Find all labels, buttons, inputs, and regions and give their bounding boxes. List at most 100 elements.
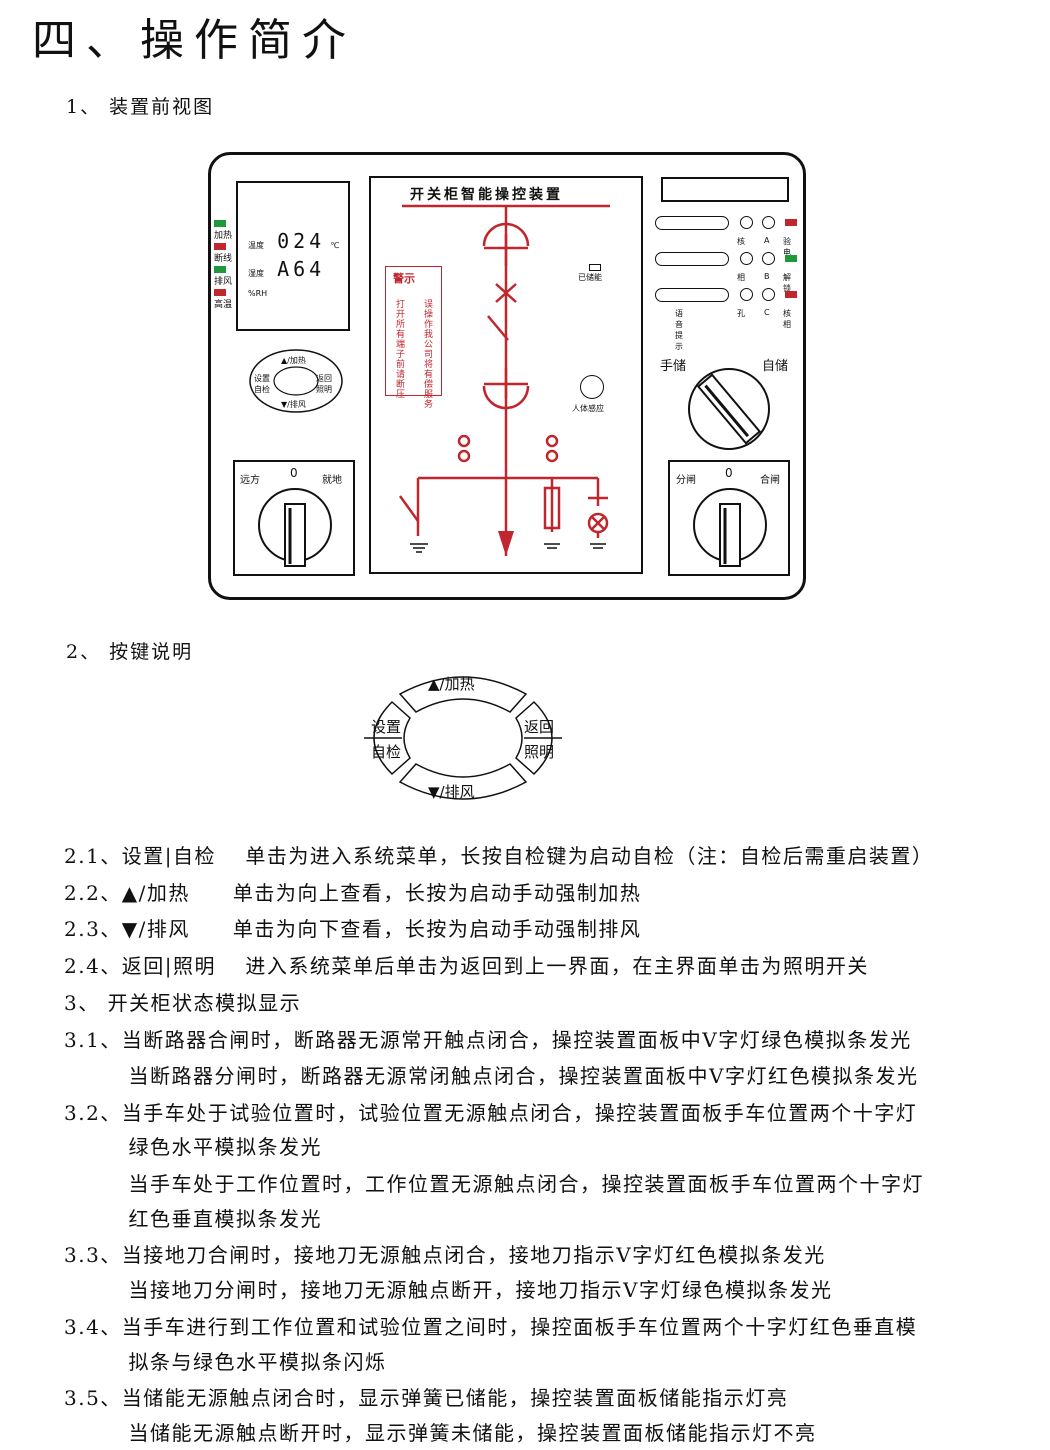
body-sensor-label: 人体感应 bbox=[572, 404, 604, 413]
manual-store-label: 手储 bbox=[660, 359, 687, 374]
indicator-label: 断线 bbox=[214, 254, 233, 264]
stored-energy-label: 已储能 bbox=[578, 273, 602, 282]
store-mode-knob[interactable] bbox=[686, 366, 772, 452]
lcd-screen: 温度 024 ℃ 湿度 A64 %RH bbox=[236, 181, 350, 331]
temp-value: 024 bbox=[277, 229, 326, 253]
small-check-button[interactable]: 自检 bbox=[254, 385, 270, 394]
keypad-diagram bbox=[364, 676, 562, 800]
open-close-knob[interactable] bbox=[689, 486, 771, 572]
test-hole[interactable] bbox=[762, 252, 775, 265]
warning-box bbox=[385, 266, 442, 396]
small-light-button[interactable]: 照明 bbox=[316, 385, 332, 394]
status-led bbox=[785, 255, 797, 262]
self-check-button[interactable]: 自检 bbox=[371, 743, 402, 761]
status-led bbox=[785, 219, 797, 226]
remote-local-knob[interactable] bbox=[254, 486, 336, 572]
mimic-diagram bbox=[398, 204, 610, 556]
small-down-button[interactable]: ▼/排风 bbox=[281, 400, 306, 409]
remote-local-switch-box bbox=[233, 460, 355, 576]
row-label: C bbox=[764, 308, 770, 317]
text-line: 3.1、当断路器合闸时，断路器无源常开触点闭合，操控装置面板中V字灯绿色模拟条发… bbox=[64, 1028, 912, 1052]
body-sensor bbox=[580, 375, 604, 399]
status-led bbox=[785, 291, 797, 298]
open-label: 分闸 bbox=[676, 475, 696, 486]
indicator-label: 排风 bbox=[214, 277, 233, 287]
text-line: 当接地刀分闸时，接地刀无源触点断开，接地刀指示V字灯绿色模拟条发光 bbox=[64, 1278, 833, 1302]
indicator-label: 加热 bbox=[214, 231, 233, 241]
text-line: 3.3、当接地刀合闸时，接地刀无源触点闭合，接地刀指示V字灯红色模拟条发光 bbox=[64, 1243, 826, 1267]
text-line: 3.2、当手车处于试验位置时，试验位置无源触点闭合，操控装置面板手车位置两个十字… bbox=[64, 1101, 918, 1125]
test-hole[interactable] bbox=[762, 288, 775, 301]
test-hole[interactable] bbox=[740, 216, 753, 229]
mimic-panel bbox=[369, 176, 643, 574]
text-line: 2.4、返回|照明 进入系统菜单后单击为返回到上一界面，在主界面单击为照明开关 bbox=[64, 954, 869, 978]
break-led bbox=[214, 243, 226, 250]
humidity-row: 湿度 A64 %RH bbox=[248, 257, 348, 300]
temp-label: 温度 bbox=[248, 241, 264, 250]
warning-title: 警示 bbox=[393, 272, 415, 285]
warning-text-1: 误操作我公司将有偿服务 bbox=[424, 300, 434, 410]
text-line: 当手车处于工作位置时，工作位置无源触点闭合，操控装置面板手车位置两个十字灯 bbox=[64, 1172, 924, 1196]
page-title: 四、操作简介 bbox=[32, 15, 356, 66]
row-label: 解锁 bbox=[783, 273, 791, 293]
stored-energy-led bbox=[589, 264, 601, 271]
text-line: 当断路器分闸时，断路器无源常闭触点闭合，操控装置面板中V字灯红色模拟条发光 bbox=[64, 1064, 919, 1088]
nameplate-slot bbox=[661, 177, 789, 202]
zero-label: 0 bbox=[725, 466, 733, 480]
test-hole[interactable] bbox=[740, 252, 753, 265]
device-panel bbox=[208, 152, 806, 600]
small-keypad bbox=[249, 349, 343, 413]
voice-bar bbox=[655, 216, 729, 230]
text-line: 绿色水平模拟条发光 bbox=[64, 1135, 322, 1159]
voice-bar bbox=[655, 288, 729, 302]
humidity-unit: %RH bbox=[248, 289, 268, 298]
remote-label: 远方 bbox=[240, 475, 260, 486]
text-line: 拟条与绿色水平模拟条闪烁 bbox=[64, 1350, 387, 1374]
row-label: 孔 bbox=[737, 309, 745, 318]
mimic-title: 开关柜智能操控装置 bbox=[410, 187, 563, 203]
zero-label: 0 bbox=[290, 466, 298, 480]
small-up-button[interactable]: ▲/加热 bbox=[281, 356, 306, 365]
light-button[interactable]: 照明 bbox=[524, 743, 555, 761]
temp-unit: ℃ bbox=[330, 241, 340, 250]
text-line: 2.1、设置|自检 单击为进入系统菜单，长按自检键为启动自检（注：自检后需重启装… bbox=[64, 844, 934, 868]
text-line: 2.3、▼/排风 单击为向下查看，长按为启动手动强制排风 bbox=[64, 917, 642, 941]
text-line: 3.4、当手车进行到工作位置和试验位置之间时，操控面板手车位置两个十字灯红色垂直… bbox=[64, 1315, 918, 1339]
humidity-value: A64 bbox=[277, 257, 326, 281]
up-heat-button[interactable]: ▲/加热 bbox=[428, 675, 475, 693]
down-fan-button[interactable]: ▼/排风 bbox=[428, 783, 475, 801]
auto-store-label: 自储 bbox=[762, 359, 789, 374]
section-keys: 2、 按键说明 bbox=[66, 641, 194, 663]
heating-led bbox=[214, 220, 226, 227]
open-close-switch-box bbox=[668, 460, 790, 576]
indicator-column: 加热 断线 排风 高温 bbox=[214, 220, 232, 310]
text-line: 红色垂直模拟条发光 bbox=[64, 1207, 322, 1231]
warning-text-2: 打开所有端子前请断压 bbox=[396, 300, 406, 400]
voice-bar bbox=[655, 252, 729, 266]
back-button[interactable]: 返回 bbox=[524, 718, 555, 736]
text-line: 2.2、▲/加热 单击为向上查看，长按为启动手动强制加热 bbox=[64, 881, 642, 905]
close-label: 合闸 bbox=[760, 475, 780, 486]
row-label: 核相 bbox=[783, 309, 791, 329]
row-label: 验电 bbox=[783, 237, 791, 257]
row-label: 核 bbox=[737, 237, 745, 246]
indicator-label: 高温 bbox=[214, 300, 233, 310]
temp-row: 温度 024 ℃ bbox=[248, 229, 339, 253]
section-front-view: 1、 装置前视图 bbox=[66, 96, 215, 118]
voice-prompt-label: 语音提示 bbox=[675, 309, 683, 351]
text-line: 3、 开关柜状态模拟显示 bbox=[64, 991, 302, 1015]
humidity-label: 湿度 bbox=[248, 269, 264, 278]
overtemp-led bbox=[214, 289, 226, 296]
text-line: 当储能无源触点断开时，显示弹簧未储能，操控装置面板储能指示灯不亮 bbox=[64, 1421, 817, 1445]
text-line: 3.5、当储能无源触点闭合时，显示弹簧已储能，操控装置面板储能指示灯亮 bbox=[64, 1386, 789, 1410]
row-label: 相 bbox=[737, 273, 745, 282]
set-button[interactable]: 设置 bbox=[371, 718, 402, 736]
test-hole[interactable] bbox=[740, 288, 753, 301]
row-label: B bbox=[764, 272, 770, 281]
small-set-button[interactable]: 设置 bbox=[254, 374, 270, 383]
local-label: 就地 bbox=[322, 475, 342, 486]
test-hole[interactable] bbox=[762, 216, 775, 229]
row-label: A bbox=[764, 236, 770, 245]
fan-led bbox=[214, 266, 226, 273]
small-back-button[interactable]: 返回 bbox=[316, 374, 332, 383]
